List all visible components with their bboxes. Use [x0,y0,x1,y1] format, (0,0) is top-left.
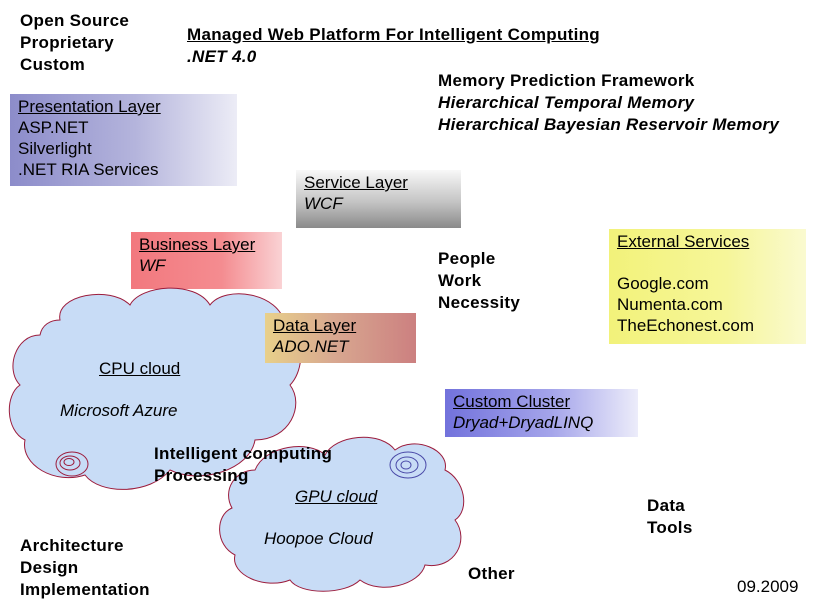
data-layer-tech: ADO.NET [273,337,349,356]
presentation-item-silverlight: Silverlight [18,139,92,158]
architecture-list: Architecture Design Implementation [20,535,150,601]
memory-framework: Memory Prediction Framework Hierarchical… [438,70,779,136]
external-item-numenta: Numenta.com [617,295,723,314]
processing-label: Processing [154,466,249,485]
presentation-item-ria: .NET RIA Services [18,160,159,179]
external-services-title: External Services [617,232,750,251]
memory-item-htm: Hierarchical Temporal Memory [438,93,695,112]
presentation-item-aspnet: ASP.NET [18,118,89,137]
date-label: 09.2009 [737,577,799,596]
people-list: People Work Necessity [438,248,520,314]
tools-label: Tools [647,518,693,537]
necessity-item: Necessity [438,293,521,312]
license-list: Open Source Proprietary Custom [20,10,129,76]
memory-title: Memory Prediction Framework [438,71,695,90]
external-services-box: External Services Google.com Numenta.com… [609,229,806,344]
custom-cluster-tech: Dryad+DryadLINQ [453,413,594,432]
external-item-google: Google.com [617,274,709,293]
design-label: Design [20,558,79,577]
license-open-source: Open Source [20,11,130,30]
memory-item-hbrm: Hierarchical Bayesian Reservoir Memory [438,115,780,134]
implementation-label: Implementation [20,580,150,599]
data-tools: Data Tools [647,495,693,539]
platform-subtitle: .NET 4.0 [187,47,257,66]
other-label: Other [468,564,515,583]
license-proprietary: Proprietary [20,33,115,52]
external-item-echonest: TheEchonest.com [617,316,755,335]
service-layer-tech: WCF [304,194,343,213]
presentation-layer-title: Presentation Layer [18,97,161,116]
platform-heading: Managed Web Platform For Intelligent Com… [187,24,600,68]
cpu-cloud-title: CPU cloud [99,359,181,378]
custom-cluster-title: Custom Cluster [453,392,571,411]
license-custom: Custom [20,55,86,74]
service-layer-box: Service Layer WCF [296,170,461,228]
work-item: Work [438,271,482,290]
platform-title: Managed Web Platform For Intelligent Com… [187,25,600,44]
business-layer-title: Business Layer [139,235,256,254]
custom-cluster-box: Custom Cluster Dryad+DryadLINQ [445,389,638,437]
data-label: Data [647,496,686,515]
people-item: People [438,249,496,268]
business-layer-tech: WF [139,256,166,275]
architecture-label: Architecture [20,536,124,555]
data-layer-box: Data Layer ADO.NET [265,313,416,363]
presentation-layer-box: Presentation Layer ASP.NET Silverlight .… [10,94,237,186]
gpu-cloud-provider: Hoopoe Cloud [264,529,373,548]
service-layer-title: Service Layer [304,173,408,192]
cpu-cloud-provider: Microsoft Azure [60,401,178,420]
intelligent-computing-label: Intelligent computing [154,444,333,463]
data-layer-title: Data Layer [273,316,357,335]
intelligent-computing: Intelligent computing Processing [154,443,332,487]
gpu-cloud-title: GPU cloud [295,487,378,506]
business-layer-box: Business Layer WF [131,232,282,289]
